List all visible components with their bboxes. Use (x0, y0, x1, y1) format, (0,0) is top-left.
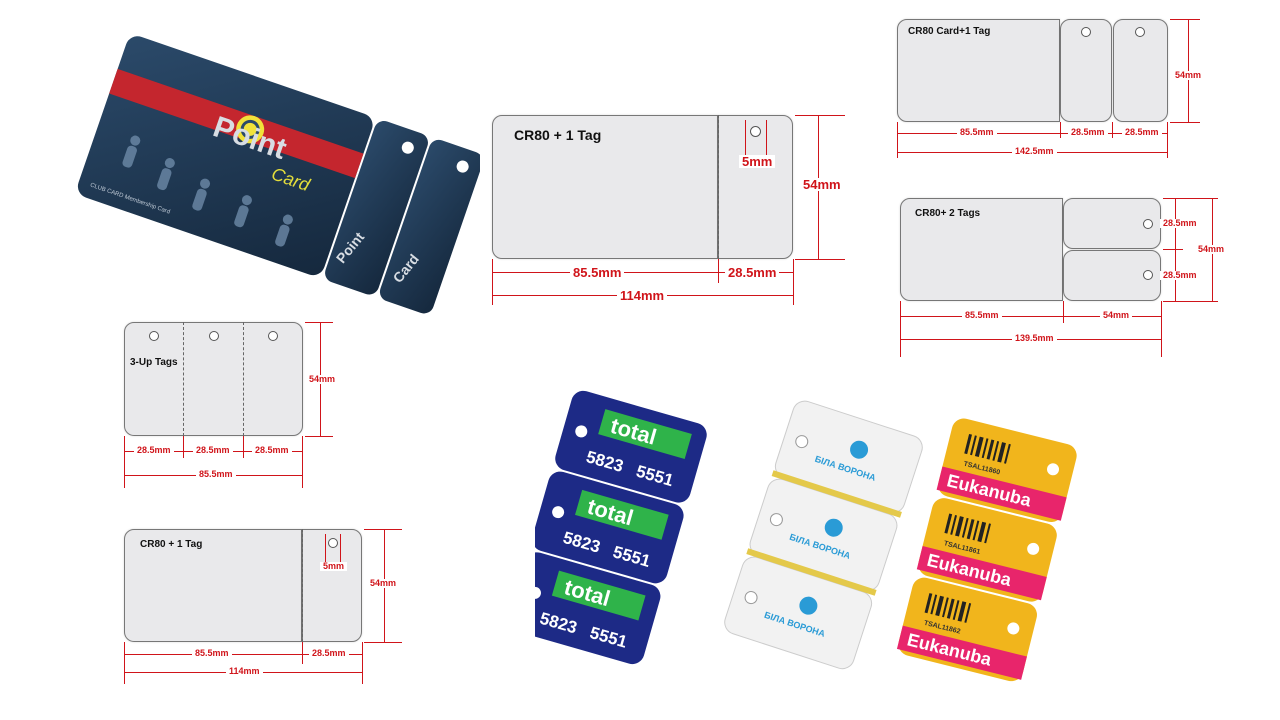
height-dim: 54mm (1195, 245, 1228, 254)
cr80-card (492, 115, 718, 259)
pointcard-illustration: Point Card CLUB CARD Membership Card Poi… (77, 36, 483, 314)
tag-width-dim: 28.5mm (309, 649, 349, 658)
tag-width-dim: 54mm (1100, 311, 1133, 320)
hole-dim: 5mm (739, 155, 776, 168)
height-dim: 54mm (306, 375, 339, 384)
height-dim: 54mm (367, 579, 400, 588)
eukanuba-tag-strip: TSAL11860 TSAL11861 TSAL11862 Eukanuba E… (896, 418, 1077, 682)
photo-tag-strips: total total total 5823 5551 5823 5551 58… (508, 388, 1090, 703)
tag-1-shape (325, 121, 428, 295)
tag (718, 115, 793, 259)
hole-dim: 5mm (320, 562, 348, 571)
tag1-width-dim: 28.5mm (134, 446, 174, 455)
cr80-card (897, 19, 1060, 122)
bila-vorona-tag-strip: БІЛА ВОРОНА БІЛА ВОРОНА БІЛА ВОРОНА (724, 400, 923, 670)
total-width-dim: 114mm (226, 667, 263, 676)
tag2-height-dim: 28.5mm (1160, 271, 1200, 280)
player-silhouettes-icon (122, 135, 293, 247)
height-dim: 54mm (1172, 71, 1205, 80)
tag-2-shape (379, 139, 483, 314)
photo-pointcard: Point Card CLUB CARD Membership Card Poi… (60, 28, 483, 318)
total-width-dim: 114mm (617, 289, 668, 302)
total-width-dim: 85.5mm (196, 470, 236, 479)
crow-logo-icon (824, 518, 843, 537)
card-width-dim: 85.5mm (957, 128, 997, 137)
card-width-dim: 85.5mm (192, 649, 232, 658)
cr80-card (124, 529, 302, 642)
spiral-logo-icon (236, 115, 265, 144)
diagram-title: CR80 + 1 Tag (514, 127, 602, 143)
total-width-dim: 139.5mm (1012, 334, 1057, 343)
crow-logo-icon (799, 596, 818, 615)
tag1-width-dim: 28.5mm (1068, 128, 1108, 137)
crow-logo-icon (850, 440, 869, 459)
diagram-title: CR80+ 2 Tags (915, 208, 981, 219)
tag-width-dim: 28.5mm (725, 266, 780, 279)
total-tag-strip: total total total 5823 5551 5823 5551 58… (508, 390, 707, 665)
total-width-dim: 142.5mm (1012, 147, 1057, 156)
diagram-title: CR80 + 1 Tag (140, 539, 203, 550)
tag3-width-dim: 28.5mm (252, 446, 292, 455)
tag-strips-illustration: total total total 5823 5551 5823 5551 58… (508, 390, 1077, 682)
diagram-title: 3-Up Tags (130, 357, 178, 368)
tag-strip (124, 322, 303, 436)
cr80-card (900, 198, 1063, 301)
height-dim: 54mm (800, 178, 844, 191)
card-width-dim: 85.5mm (570, 266, 625, 279)
tag2-width-dim: 28.5mm (1122, 128, 1162, 137)
red-stripe (109, 68, 364, 179)
tag1-height-dim: 28.5mm (1160, 219, 1200, 228)
diagram-title: CR80 Card+1 Tag (908, 26, 991, 37)
card-width-dim: 85.5mm (962, 311, 1002, 320)
barcode-icon (924, 433, 1011, 623)
tag2-width-dim: 28.5mm (193, 446, 233, 455)
tag-2 (1113, 19, 1168, 122)
